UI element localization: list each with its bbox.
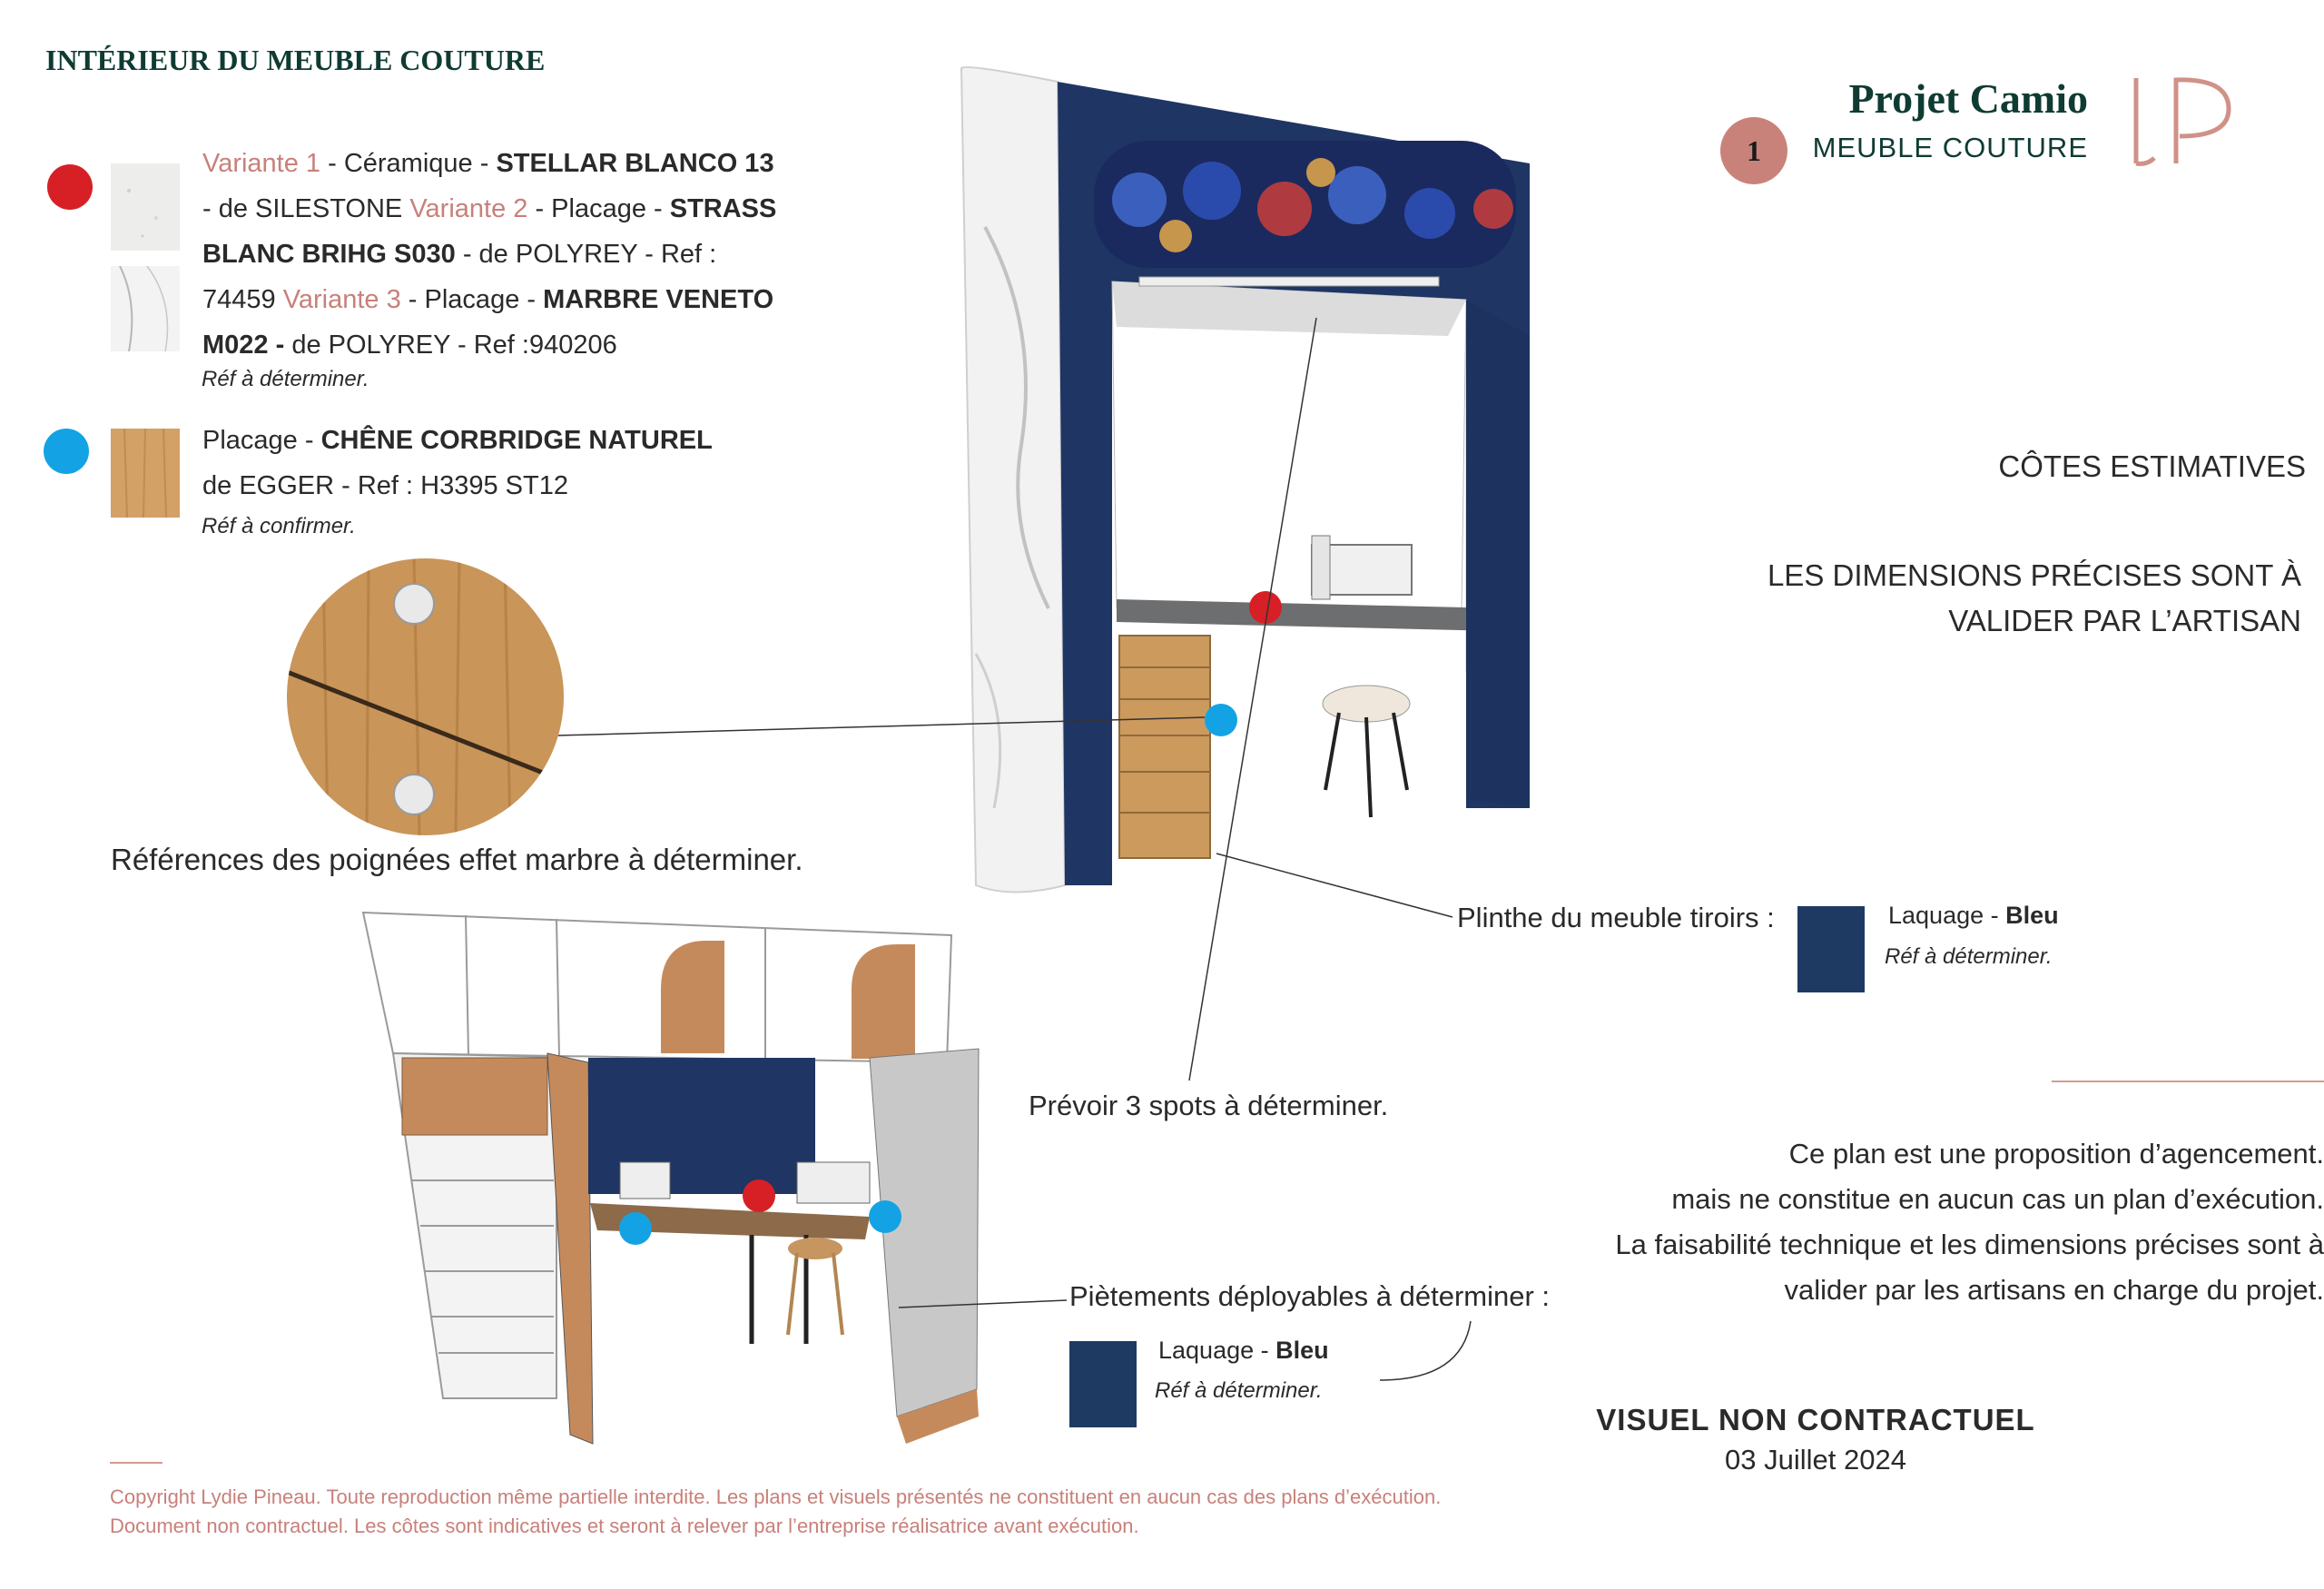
blue-marker-drawers — [1205, 704, 1237, 736]
legs-finish: Laquage - Bleu — [1158, 1337, 1329, 1365]
ceramic-note: Réf à déterminer. — [202, 367, 369, 391]
red-marker-worktop — [1249, 591, 1282, 624]
placage-sep-2: - Placage - — [400, 285, 544, 314]
handle-detail-circle — [287, 558, 564, 835]
variant-3-label: Variante 3 — [282, 285, 401, 314]
plinth-label: Plinthe du meuble tiroirs : — [1457, 902, 1775, 933]
oak-placage: Placage - — [202, 426, 321, 455]
variant-1-label: Variante 1 — [202, 149, 321, 178]
ceramic-line-3: BLANC BRIHG S030 - de POLYREY - Ref : — [202, 232, 716, 277]
project-subtitle: MEUBLE COUTURE — [1812, 132, 2088, 163]
polyrey-ref: - de POLYREY - Ref : — [455, 240, 717, 269]
plinth-finish-prefix: Laquage - — [1888, 902, 2006, 929]
furniture-render-front — [958, 64, 1557, 899]
dimensions-estimated: CÔTES ESTIMATIVES — [1998, 449, 2306, 483]
oak-swatch — [111, 428, 180, 518]
red-marker-desk — [743, 1179, 775, 1212]
legs-finish-prefix: Laquage - — [1158, 1337, 1276, 1364]
blue-marker-dot — [44, 429, 89, 474]
legs-finish-color: Bleu — [1275, 1337, 1329, 1364]
silestone-label: - de SILESTONE — [202, 194, 410, 223]
brand-logo — [2129, 71, 2238, 171]
oak-line-1: Placage - CHÊNE CORBRIDGE NATUREL — [202, 418, 713, 463]
ceramic-line-1: Variante 1 - Céramique - STELLAR BLANCO … — [202, 141, 774, 186]
oak-note: Réf à confirmer. — [202, 514, 356, 538]
oak-name: CHÊNE CORBRIDGE NATUREL — [320, 426, 713, 455]
copyright-line-2: Document non contractuel. Les côtes sont… — [110, 1515, 1139, 1537]
ceramic-swatch — [111, 163, 180, 251]
plinth-navy-swatch — [1797, 906, 1865, 992]
blue-marker-left — [619, 1212, 652, 1245]
disclaimer-line-1: Ce plan est une proposition d’agencement… — [1788, 1138, 2324, 1170]
non-contractual-label: VISUEL NON CONTRACTUEL — [1596, 1403, 2035, 1436]
project-title: Projet Camio — [1848, 75, 2088, 122]
project-number-badge: 1 — [1720, 117, 1787, 184]
marble-code: M022 - — [202, 331, 285, 360]
divider-line — [2052, 1081, 2324, 1082]
plinth-finish: Laquage - Bleu — [1888, 902, 2059, 930]
dimensions-line-2: LES DIMENSIONS PRÉCISES SONT À — [1767, 558, 2301, 592]
ceramic-name: STELLAR BLANCO 13 — [496, 149, 774, 178]
strass-name-cont: BLANC BRIHG S030 — [202, 240, 456, 269]
variant-2-label: Variante 2 — [409, 194, 528, 223]
ceramic-line-4: 74459 Variante 3 - Placage - MARBRE VENE… — [202, 277, 773, 322]
badge-number: 1 — [1747, 134, 1761, 167]
ref-number: 74459 — [202, 285, 283, 314]
legs-label: Piètements déployables à déterminer : — [1069, 1280, 1551, 1312]
marble-swatch — [111, 265, 180, 352]
disclaimer-line-3: La faisabilité technique et les dimensio… — [1615, 1229, 2324, 1260]
red-marker-dot — [47, 164, 93, 210]
spots-note: Prévoir 3 spots à déterminer. — [1029, 1090, 1389, 1121]
handles-note: Références des poignées effet marbre à d… — [111, 843, 803, 876]
disclaimer-line-4: valider par les artisans en charge du pr… — [1784, 1274, 2324, 1306]
oak-line-2: de EGGER - Ref : H3395 ST12 — [202, 471, 568, 500]
marble-name: MARBRE VENETO — [543, 285, 774, 314]
marble-ref: de POLYREY - Ref :940206 — [284, 331, 617, 360]
disclaimer-line-2: mais ne constitue en aucun cas un plan d… — [1671, 1183, 2324, 1215]
ceramic-line-2: - de SILESTONE Variante 2 - Placage - ST… — [202, 186, 776, 232]
furniture-render-open — [361, 908, 1024, 1453]
legs-note: Réf à déterminer. — [1155, 1378, 1323, 1403]
copyright-line-1: Copyright Lydie Pineau. Toute reproducti… — [110, 1485, 1442, 1508]
footer-rule — [110, 1462, 162, 1464]
dimensions-line-3: VALIDER PAR L’ARTISAN — [1948, 604, 2301, 637]
document-date: 03 Juillet 2024 — [1725, 1444, 1906, 1476]
plinth-note: Réf à déterminer. — [1885, 944, 2053, 969]
strass-name: STRASS — [669, 194, 777, 223]
legs-navy-swatch — [1069, 1341, 1137, 1427]
section-title: INTÉRIEUR DU MEUBLE COUTURE — [45, 44, 546, 76]
ceramic-line-5: M022 - de POLYREY - Ref :940206 — [202, 322, 617, 368]
blue-marker-right — [869, 1200, 901, 1233]
ceramic-sep: - Céramique - — [320, 149, 497, 178]
placage-sep: - Placage - — [527, 194, 670, 223]
plinth-finish-color: Bleu — [2005, 902, 2059, 929]
